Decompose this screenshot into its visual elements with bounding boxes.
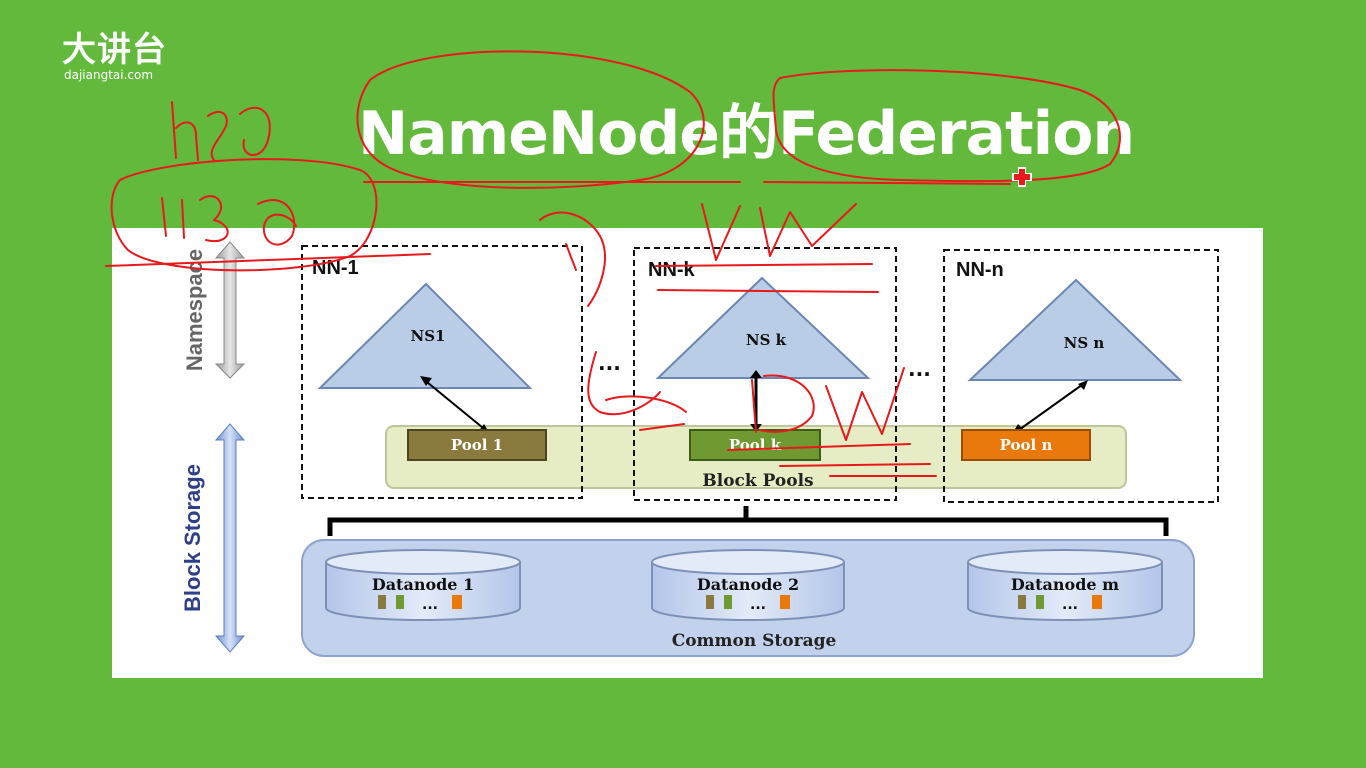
block-chip xyxy=(724,595,732,609)
pool-label-k: Pool k xyxy=(729,436,782,454)
namespace-triangle-1 xyxy=(317,282,533,389)
datanode-dots-2: ... xyxy=(750,597,766,613)
datanode-2: Datanode 2 ... xyxy=(651,549,845,621)
ns-pool-link-n xyxy=(1015,381,1087,433)
namenode-label-1: NN-1 xyxy=(312,257,359,279)
slide-title: NameNode的Federation xyxy=(358,99,1135,169)
datanode-dots-m: ... xyxy=(1062,597,1078,613)
block-chip xyxy=(1092,595,1102,609)
handwriting-1 xyxy=(171,101,271,161)
ellipsis-1: ... xyxy=(598,351,621,375)
block-chip xyxy=(706,595,714,609)
datanode-label-2: Datanode 2 xyxy=(697,575,799,594)
datanode-dots-1: ... xyxy=(422,597,438,613)
namespace-label-k: NS k xyxy=(746,331,787,349)
ns-pool-link-1 xyxy=(421,377,489,433)
diagram-canvas: Namespace Block Storage Block Pools NN-1… xyxy=(180,241,1219,657)
namenode-box-1 xyxy=(301,245,583,499)
datanode-m: Datanode m ... xyxy=(967,549,1163,621)
logo: 大讲台 dajiangtai.com xyxy=(62,32,167,82)
block-storage-double-arrow xyxy=(214,423,246,653)
storage-bracket xyxy=(327,517,1169,536)
block-chip xyxy=(780,595,790,609)
federation-diagram: Namespace Block Storage Block Pools NN-1… xyxy=(112,228,1263,678)
datanode-label-m: Datanode m xyxy=(1011,575,1119,594)
pool-label-1: Pool 1 xyxy=(451,436,503,454)
datanode-label-1: Datanode 1 xyxy=(372,575,474,594)
link-arrowhead xyxy=(1078,380,1088,390)
namespace-double-arrow xyxy=(214,241,246,379)
link-arrowhead xyxy=(420,376,432,386)
datanode-1: Datanode 1 ... xyxy=(325,549,521,621)
block-chip xyxy=(452,595,462,609)
namenode-box-n xyxy=(943,249,1219,503)
namespace-label-n: NS n xyxy=(1064,334,1105,352)
namespace-triangle-k xyxy=(655,276,871,379)
ellipsis-2: ... xyxy=(908,357,931,381)
pool-n xyxy=(961,429,1091,461)
logo-text: 大讲台 xyxy=(62,30,167,70)
underline-title-2 xyxy=(763,181,1011,185)
namespace-axis-label: Namespace xyxy=(182,249,207,371)
common-storage-label: Common Storage xyxy=(672,631,837,651)
block-chip xyxy=(396,595,404,609)
block-chip xyxy=(1036,595,1044,609)
pool-label-n: Pool n xyxy=(1000,436,1053,454)
namespace-triangle-n xyxy=(967,278,1183,381)
block-chip xyxy=(378,595,386,609)
block-pools-label: Block Pools xyxy=(702,471,813,491)
namenode-label-k: NN-k xyxy=(648,259,696,281)
namenode-label-n: NN-n xyxy=(956,259,1004,281)
block-chip xyxy=(1018,595,1026,609)
logo-domain: dajiangtai.com xyxy=(64,68,154,82)
namespace-label-1: NS1 xyxy=(411,327,446,345)
pool-1 xyxy=(407,429,547,461)
pen-cursor-icon xyxy=(1012,167,1032,187)
block-storage-axis-label: Block Storage xyxy=(180,464,205,612)
